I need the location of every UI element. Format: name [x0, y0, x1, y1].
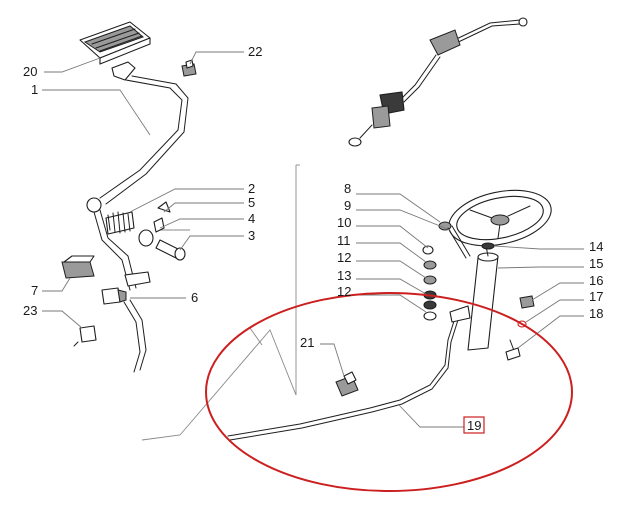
callout-4: 4 — [248, 211, 255, 226]
callout-19-box — [463, 416, 485, 434]
block-part-6 — [101, 287, 127, 305]
callout-8: 8 — [344, 181, 351, 196]
callout-11: 11 — [337, 233, 351, 248]
callout-17: 17 — [589, 289, 603, 304]
callout-21: 21 — [300, 335, 314, 350]
callout-5: 5 — [248, 195, 255, 210]
callout-12-lower: 12 — [337, 284, 351, 299]
pedal-lever — [86, 61, 189, 291]
link-rod — [123, 299, 147, 373]
callout-3: 3 — [248, 228, 255, 243]
callout-7: 7 — [31, 283, 38, 298]
steering-column — [467, 242, 499, 351]
callout-12-upper: 12 — [337, 250, 351, 265]
callout-15: 15 — [589, 256, 603, 271]
callout-18: 18 — [589, 306, 603, 321]
callout-23: 23 — [23, 303, 37, 318]
callout-labels: 20 1 22 2 5 4 3 7 6 23 8 9 10 11 12 13 1… — [23, 44, 603, 433]
throttle-cable-part-19 — [227, 305, 471, 441]
callout-22: 22 — [248, 44, 262, 59]
callout-1: 1 — [31, 82, 38, 97]
reference-lines — [141, 164, 300, 441]
callout-6: 6 — [191, 290, 198, 305]
accelerator-pedal — [79, 21, 151, 65]
highlight-ellipse — [205, 292, 573, 492]
callout-13: 13 — [337, 268, 351, 283]
clip-part-21 — [335, 371, 359, 397]
callout-10: 10 — [337, 215, 351, 230]
callout-16: 16 — [589, 273, 603, 288]
callout-20: 20 — [23, 64, 37, 79]
steering-wheel — [448, 189, 552, 247]
spring-and-pins — [105, 201, 186, 261]
clip-part-22 — [181, 59, 197, 77]
callout-14: 14 — [589, 239, 603, 254]
bracket-part-7 — [61, 255, 95, 279]
leader-lines — [42, 51, 584, 428]
callout-9: 9 — [344, 198, 351, 213]
throttle-cable-assembly — [348, 17, 528, 147]
fitting-part-23 — [73, 325, 97, 347]
callout-2: 2 — [248, 181, 255, 196]
callout-19: 19 — [467, 418, 481, 433]
